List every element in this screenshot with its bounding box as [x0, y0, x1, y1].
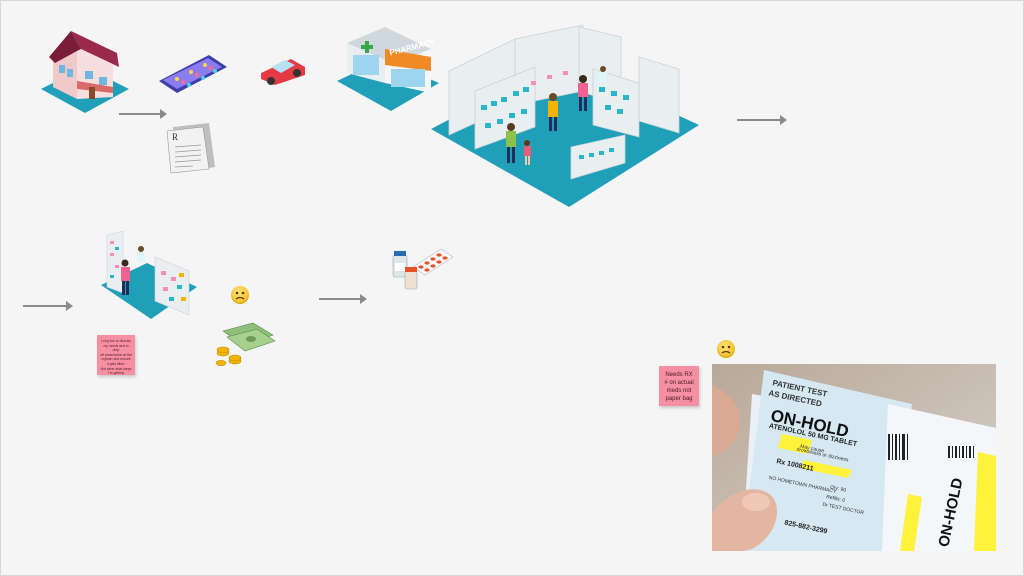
sticky-note-long-line: Long line to discuss my needs and to dro…	[97, 335, 135, 375]
note-line: Needs RX	[665, 372, 693, 378]
prescription-paper-icon: R	[166, 123, 215, 174]
flow-arrow	[319, 294, 367, 304]
note-line: # on actual	[664, 380, 694, 386]
pharmacy-storefront-icon	[337, 27, 439, 111]
house-icon	[41, 31, 129, 113]
note-line: register and ensure	[101, 357, 131, 362]
note-line: my needs and to drop	[103, 343, 129, 353]
flow-arrow	[23, 301, 73, 311]
svg-text:R: R	[172, 132, 178, 142]
frown-emoji-icon	[231, 286, 249, 304]
smartphone-icon	[159, 55, 227, 93]
note-line: Not clear what steps	[100, 366, 132, 371]
frown-emoji-icon	[717, 340, 735, 358]
note-line: it gets filled.	[107, 361, 125, 366]
sticky-note-rx-number: Needs RX # on actual meds not paper bag	[659, 366, 699, 406]
flow-arrow	[119, 109, 167, 119]
prescription-label-photo: PATIENT TEST AS DIRECTED ON-HOLD ATENOLO…	[712, 364, 996, 551]
medication-bottles-pills-icon	[392, 248, 454, 290]
note-line: I'm getting	[108, 371, 124, 376]
note-line: paper bag	[665, 396, 693, 402]
pharmacy-counter-illustration	[101, 230, 197, 319]
note-line: meds not	[666, 388, 692, 394]
note-line: Long line to discuss	[101, 339, 131, 343]
flow-arrow	[737, 115, 787, 125]
money-cash-coins-icon	[215, 322, 276, 366]
pharmacy-interior-illustration	[431, 24, 699, 207]
car-icon	[261, 59, 305, 85]
note-line: off prescription at the	[100, 352, 132, 357]
